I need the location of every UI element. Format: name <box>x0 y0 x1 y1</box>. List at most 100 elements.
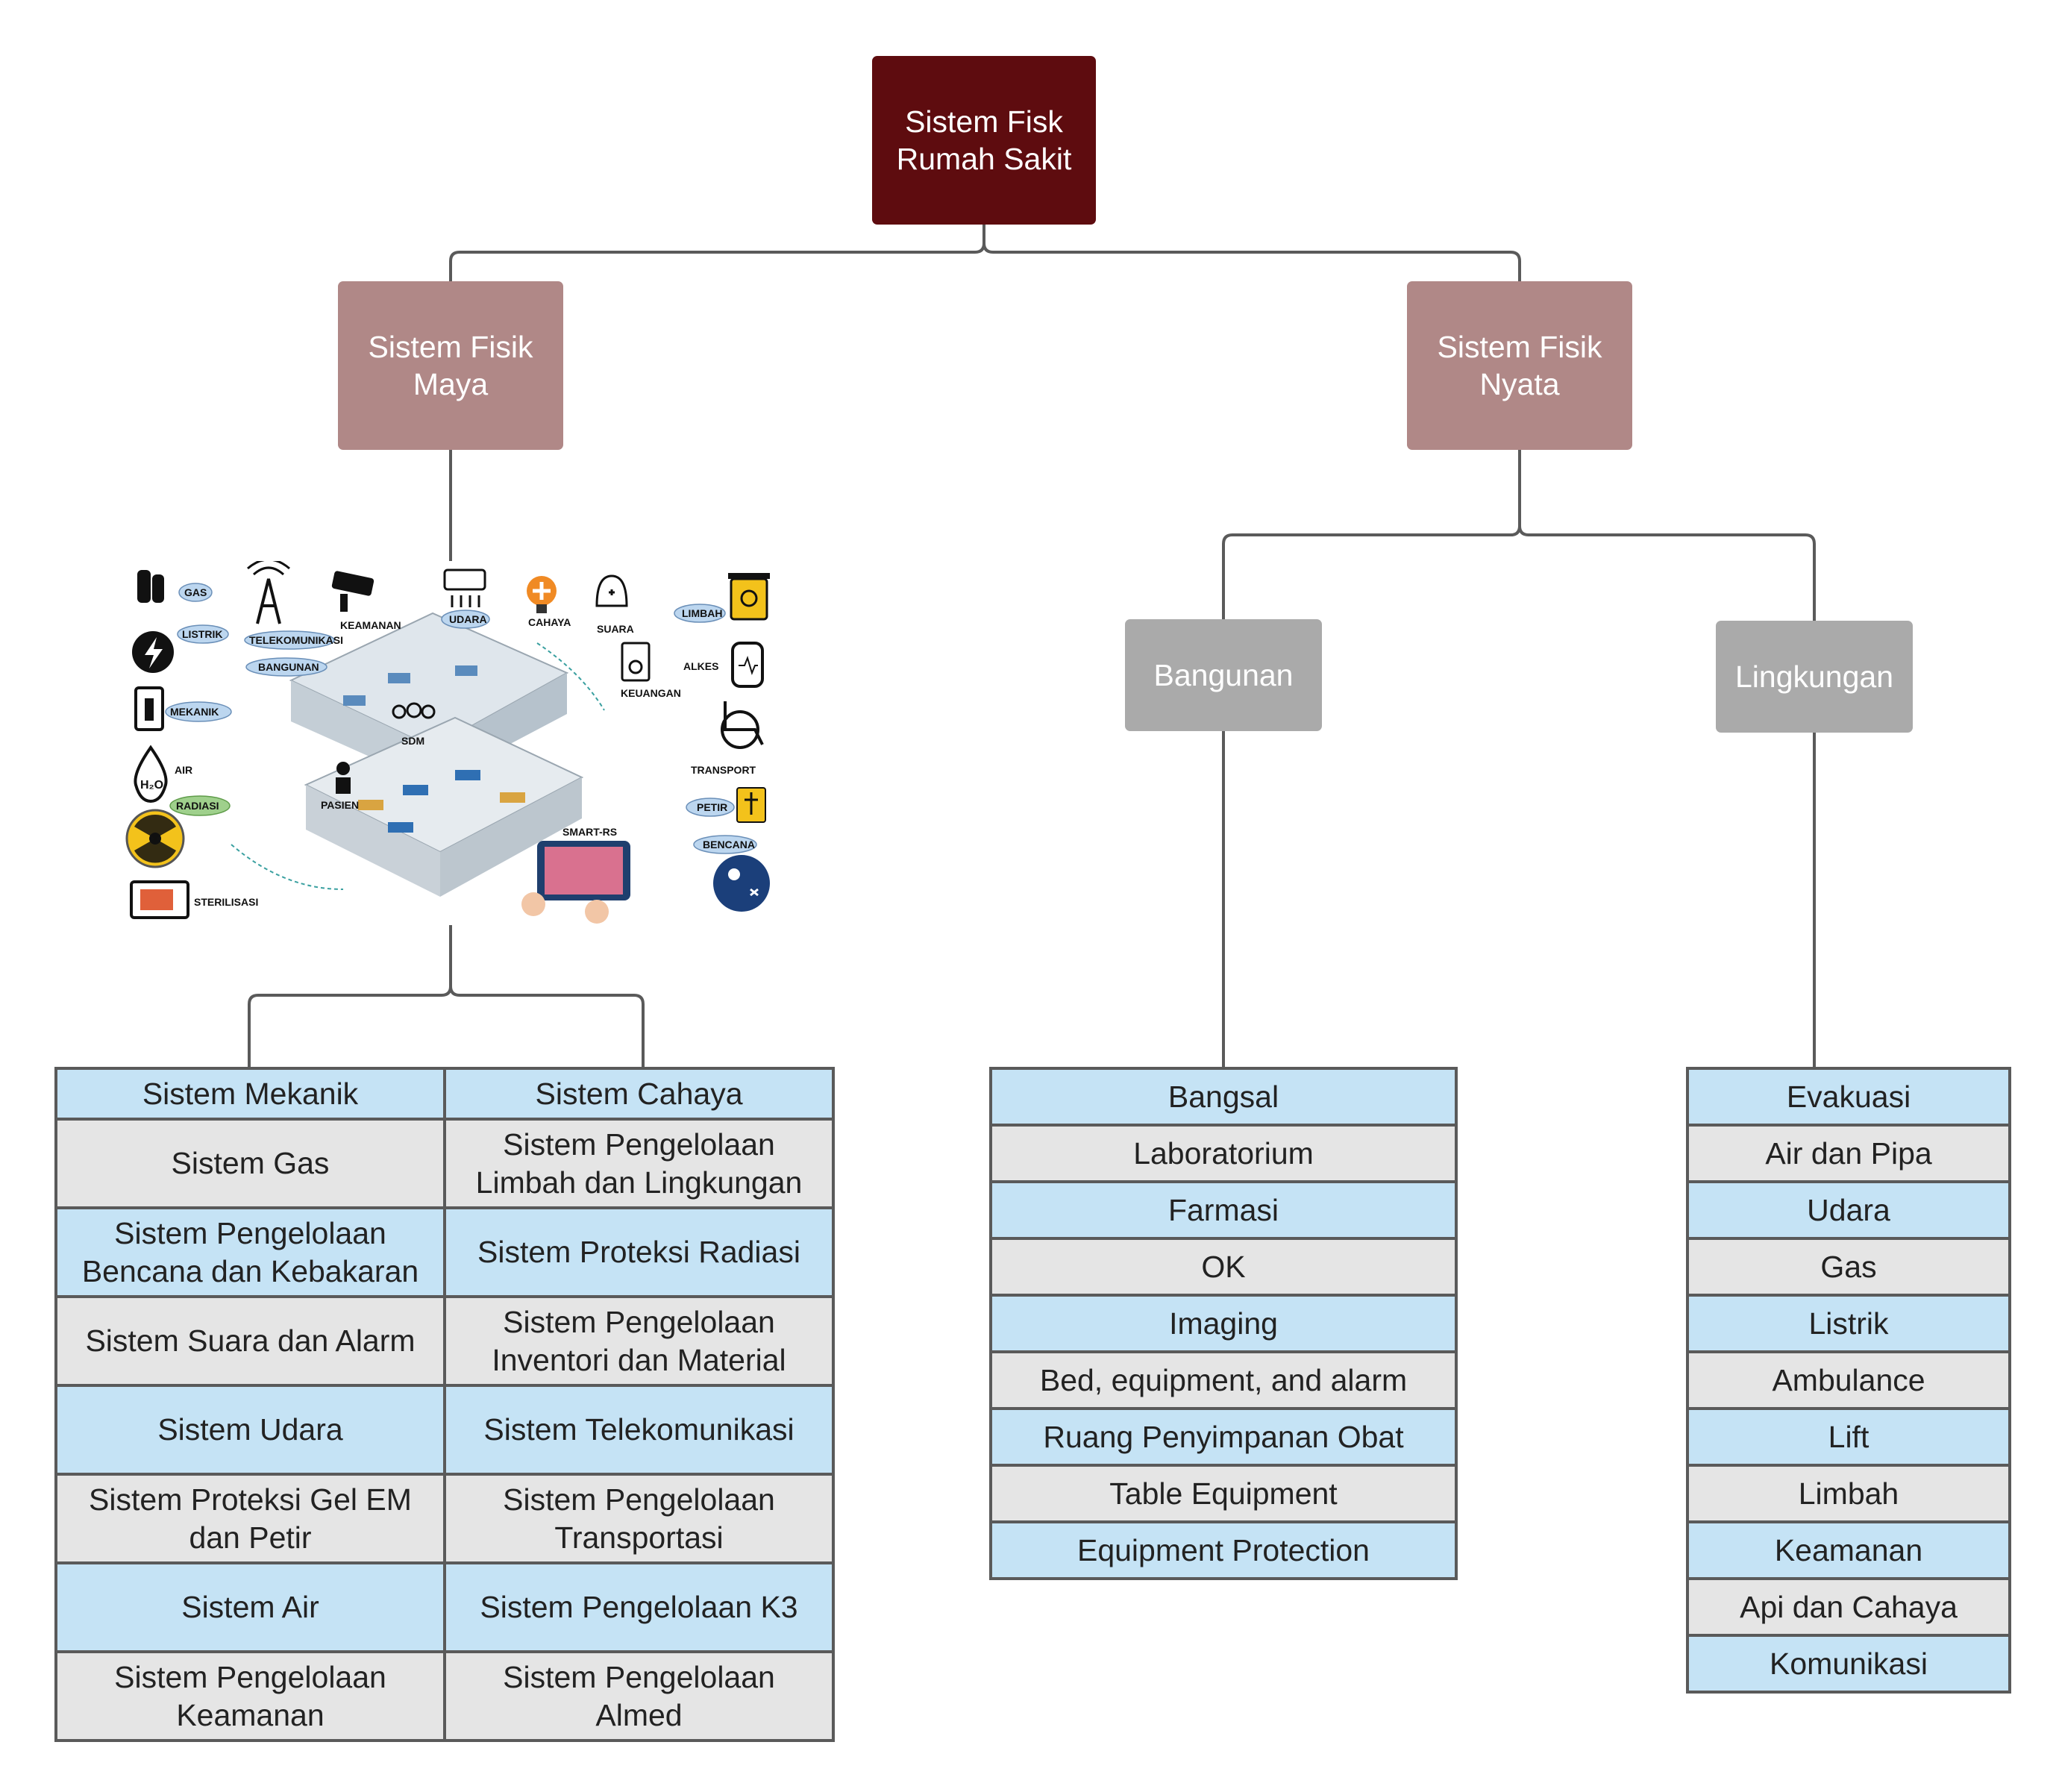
table-row: Komunikasi <box>1686 1634 2011 1694</box>
label-suara: SUARA <box>597 623 634 635</box>
label-listrik: LISTRIK <box>182 628 222 640</box>
alarm-bell-icon <box>595 574 628 607</box>
label-keuangan: KEUANGAN <box>621 687 681 699</box>
lightning-rod-icon <box>736 787 766 823</box>
lingkungan-node: Lingkungan <box>1716 621 1913 733</box>
isometric-hospital-building-icon <box>231 612 605 897</box>
tablet-icon <box>521 841 630 924</box>
gas-cylinder-icon <box>137 570 164 603</box>
lingkungan-item: Ambulance <box>1686 1350 2011 1410</box>
cyber-system-cell-col2: Sistem Proteksi Radiasi <box>443 1206 835 1298</box>
bangunan-item: Table Equipment <box>989 1464 1458 1523</box>
bangunan-item: Ruang Penyimpanan Obat <box>989 1407 1458 1467</box>
table-row: Sistem Pengelolaan Bencana dan Kebakaran… <box>54 1206 835 1298</box>
cyber-system-cell-col1: Sistem Suara dan Alarm <box>54 1295 446 1387</box>
label-transport: TRANSPORT <box>691 764 756 776</box>
people-icon <box>392 702 436 719</box>
table-row: Air dan Pipa <box>1686 1124 2011 1183</box>
elevator-icon <box>134 686 164 731</box>
bangunan-item: Bangsal <box>989 1067 1458 1127</box>
label-limbah: LIMBAH <box>682 607 722 619</box>
label-bangunan: BANGUNAN <box>258 661 319 673</box>
physical-system-node: Sistem Fisik Nyata <box>1407 281 1632 450</box>
radiation-icon <box>125 809 185 868</box>
cyber-system-cell-col2: Sistem Pengelolaan Transportasi <box>443 1473 835 1564</box>
label-udara: UDARA <box>449 613 487 625</box>
label-keamanan: KEAMANAN <box>340 619 401 631</box>
cyber-system-cell-col2: Sistem Pengelolaan Almed <box>443 1650 835 1742</box>
table-row: Evakuasi <box>1686 1067 2011 1127</box>
cyber-physical-node: Sistem Fisik Maya <box>338 281 563 450</box>
label-sdm: SDM <box>401 735 424 747</box>
label-sterilisasi: STERILISASI <box>194 896 258 908</box>
lingkungan-item: Gas <box>1686 1237 2011 1297</box>
cyber-system-cell-col1: Sistem Mekanik <box>54 1067 446 1121</box>
label-smart-rs: SMART-RS <box>562 826 617 838</box>
bangunan-item: Imaging <box>989 1294 1458 1353</box>
lingkungan-item: Komunikasi <box>1686 1634 2011 1694</box>
bangunan-node: Bangunan <box>1125 619 1322 731</box>
radiasi-pill <box>169 795 231 816</box>
label-alkes: ALKES <box>683 660 718 672</box>
lingkungan-item: Air dan Pipa <box>1686 1124 2011 1183</box>
cyber-system-cell-col2: Sistem Telekomunikasi <box>443 1384 835 1476</box>
svg-text:H₂O: H₂O <box>140 779 163 792</box>
table-row: Udara <box>1686 1180 2011 1240</box>
bangunan-pill <box>245 657 327 677</box>
air-conditioner-icon <box>443 568 486 607</box>
water-drop-icon: H₂O <box>134 745 168 803</box>
lingkungan-item: Limbah <box>1686 1464 2011 1523</box>
table-row: Gas <box>1686 1237 2011 1297</box>
bencana-pill <box>693 835 757 854</box>
table-row: Api dan Cahaya <box>1686 1577 2011 1637</box>
label-mekanik: MEKANIK <box>170 706 219 718</box>
table-row: Ruang Penyimpanan Obat <box>989 1407 1458 1467</box>
table-row: Bed, equipment, and alarm <box>989 1350 1458 1410</box>
antenna-tower-icon <box>247 561 290 624</box>
label-telekomunikasi: TELEKOMUNIKASI <box>249 634 343 646</box>
label-cahaya: CAHAYA <box>528 616 571 628</box>
patient-icon <box>336 762 351 794</box>
table-row: Imaging <box>989 1294 1458 1353</box>
lingkungan-item: Api dan Cahaya <box>1686 1577 2011 1637</box>
lingkungan-item: Lift <box>1686 1407 2011 1467</box>
connector-root-split <box>449 242 1521 281</box>
listrik-pill <box>177 624 229 644</box>
petir-pill <box>686 798 735 817</box>
table-row: Listrik <box>1686 1294 2011 1353</box>
lingkungan-item: Evakuasi <box>1686 1067 2011 1127</box>
light-bulb-icon <box>527 576 557 613</box>
table-row: Equipment Protection <box>989 1520 1458 1580</box>
cyber-system-cell-col1: Sistem Gas <box>54 1118 446 1209</box>
lingkungan-item: Keamanan <box>1686 1520 2011 1580</box>
table-row: Farmasi <box>989 1180 1458 1240</box>
mekanik-pill <box>165 701 232 722</box>
bangunan-item: Farmasi <box>989 1180 1458 1240</box>
security-camera-icon <box>331 571 374 612</box>
telekomunikasi-pill <box>244 630 335 650</box>
cyber-system-cell-col2: Sistem Cahaya <box>443 1067 835 1121</box>
table-row: Table Equipment <box>989 1464 1458 1523</box>
label-bencana: BENCANA <box>703 839 755 850</box>
calculator-icon <box>621 642 651 682</box>
disaster-icon <box>713 855 770 912</box>
table-row: Lift <box>1686 1407 2011 1467</box>
cyber-system-cell-col2: Sistem Pengelolaan Limbah dan Lingkungan <box>443 1118 835 1209</box>
table-row: Limbah <box>1686 1464 2011 1523</box>
cyber-system-cell-col1: Sistem Pengelolaan Bencana dan Kebakaran <box>54 1206 446 1298</box>
label-gas: GAS <box>184 586 207 598</box>
table-row: Laboratorium <box>989 1124 1458 1183</box>
table-row: Keamanan <box>1686 1520 2011 1580</box>
smart-hospital-illustration: SMART-RS GAS LISTRIK MEKANIK H₂O AIR RAD… <box>125 561 770 924</box>
cyber-system-cell-col2: Sistem Pengelolaan Inventori dan Materia… <box>443 1295 835 1387</box>
